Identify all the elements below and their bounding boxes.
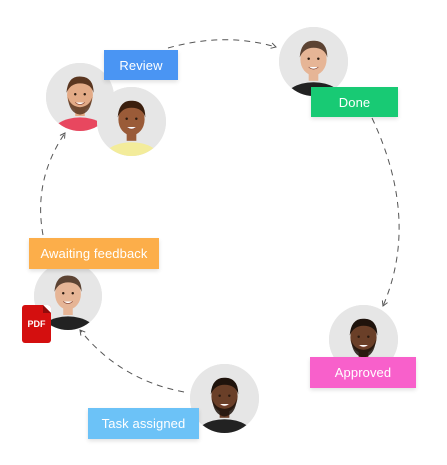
done-person-portrait xyxy=(279,27,348,96)
stage-label-done: Done xyxy=(311,87,398,117)
stage-label-text: Done xyxy=(338,94,371,110)
stage-label-review: Review xyxy=(104,50,178,80)
stage-label-approved: Approved xyxy=(310,357,416,388)
avatar xyxy=(46,63,114,131)
stage-label-text: Approved xyxy=(334,365,392,380)
avatar xyxy=(190,364,259,433)
review-reviewer-1-portrait xyxy=(46,63,114,131)
stage-label-awaiting-feedback: Awaiting feedback xyxy=(29,238,159,269)
arrow-awaiting-to-review xyxy=(40,132,66,236)
review-reviewer-2-portrait xyxy=(97,87,166,156)
task-assigned-person-portrait xyxy=(190,364,259,433)
pdf-file-icon: PDF xyxy=(22,305,51,343)
stage-label-text: Review xyxy=(119,57,163,73)
stage-label-text: Task assigned xyxy=(101,416,186,431)
arrow-done-to-approved xyxy=(371,117,400,307)
arrow-review-to-done xyxy=(167,39,277,49)
arrow-task-to-awaiting xyxy=(79,329,185,393)
stage-label-text: Awaiting feedback xyxy=(40,246,148,261)
avatar xyxy=(97,87,166,156)
avatar xyxy=(279,27,348,96)
pdf-label: PDF xyxy=(27,319,46,329)
stage-label-task-assigned: Task assigned xyxy=(88,408,199,439)
